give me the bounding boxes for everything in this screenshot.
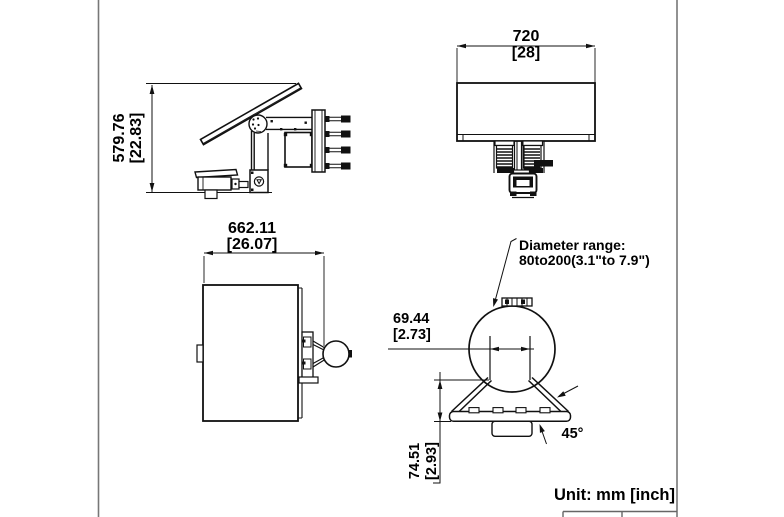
side-height-dimension: 579.76 [22.83] (111, 83, 296, 193)
pole-plate-and-bolts (311, 109, 351, 173)
clamp-height-dimension: 74.51 [2.93] (407, 372, 489, 484)
clamp-body (448, 376, 572, 437)
arrow-right (521, 346, 530, 352)
camera-side (194, 168, 249, 200)
solar-panel-side (199, 82, 303, 146)
solar-panel-top (196, 284, 303, 422)
arrow-right (586, 43, 595, 49)
clamp-offset-dim-mm: 69.44 (393, 311, 429, 327)
pole-mount-detail: Diameter range: 80to200(3.1"to 7.9") 69.… (388, 237, 650, 484)
arrow-left (457, 43, 466, 49)
top-width-dim-inch: [26.07] (227, 236, 278, 253)
sheet-frame (97, 0, 678, 517)
mount-brackets-front (493, 140, 553, 173)
arrow-up (437, 380, 443, 389)
front-width-dim-inch: [28] (512, 45, 540, 62)
top-view: 662.11 [26.07] (196, 220, 352, 422)
arrow-down (149, 183, 155, 192)
top-width-dimension: 662.11 [26.07] (203, 220, 325, 346)
diameter-range-line1: Diameter range: (519, 237, 626, 253)
clamp-height-dim-mm: 74.51 (407, 443, 423, 479)
cable-gland (534, 160, 553, 167)
panel-pivot-joint (248, 114, 268, 134)
side-height-dim-inch: [22.83] (128, 113, 145, 164)
clamp-angle-label: 45° (562, 426, 584, 442)
side-tab (196, 344, 204, 363)
side-height-dim-mm: 579.76 (111, 113, 128, 162)
camera-front (508, 169, 538, 199)
front-width-dim-mm: 720 (513, 28, 540, 45)
front-view: 720 [28] (456, 28, 596, 199)
arrow-down (437, 412, 443, 422)
pole-circle-top (322, 340, 350, 368)
clamp-base-block (491, 420, 533, 437)
pole-clamp-top (298, 331, 352, 384)
bolt (325, 130, 351, 138)
clamp-height-dim-inch: [2.93] (424, 442, 440, 480)
angle-callout: 45° (539, 385, 584, 445)
battery-box (283, 131, 314, 168)
mount-post (249, 131, 269, 194)
side-view: 579.76 [22.83] (111, 82, 351, 200)
leader-arrow (492, 298, 499, 307)
front-width-dimension: 720 [28] (456, 28, 596, 83)
support-arm (266, 116, 313, 131)
bolt (325, 115, 351, 123)
bolt (325, 146, 351, 154)
angle-arrow (539, 424, 545, 433)
solar-panel-front (456, 82, 596, 142)
arrow-left (490, 346, 499, 352)
diameter-range-note: Diameter range: 80to200(3.1"to 7.9") (492, 237, 650, 307)
clamp-offset-dimension: 69.44 [2.73] (388, 311, 534, 380)
unit-label: Unit: mm [inch] (554, 486, 675, 504)
arrow-left (204, 250, 213, 256)
wing-arrow (557, 391, 566, 398)
top-width-dim-mm: 662.11 (228, 220, 276, 237)
arrow-right (315, 250, 324, 256)
camera-mount-plate (249, 169, 269, 194)
diameter-range-line2: 80to200(3.1"to 7.9") (519, 252, 650, 268)
arrow-up (149, 85, 155, 94)
bolt (325, 162, 351, 170)
clamp-offset-dim-inch: [2.73] (393, 327, 431, 343)
saddle-bracket (501, 297, 533, 307)
